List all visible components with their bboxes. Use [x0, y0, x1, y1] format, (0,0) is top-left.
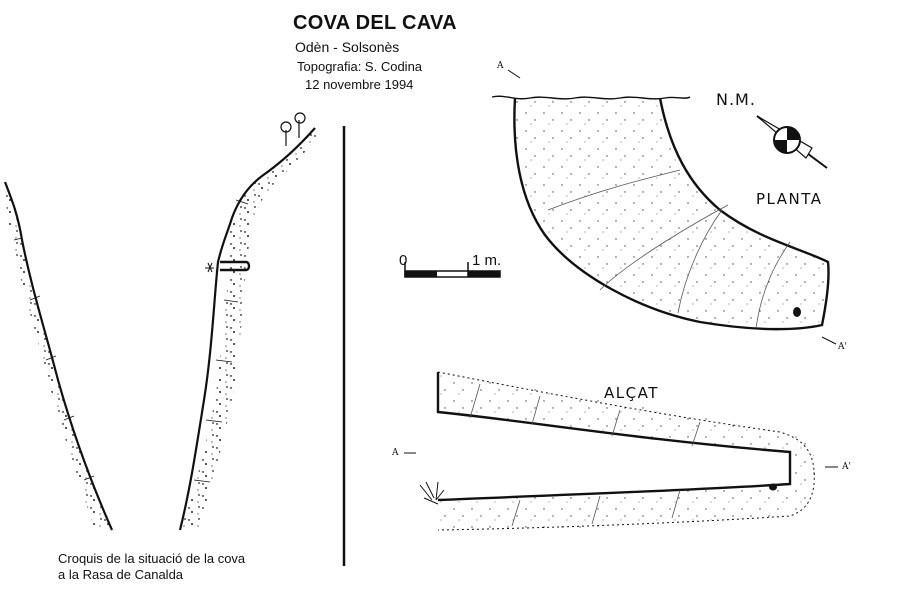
caption-line-2: a la Rasa de Canalda — [58, 567, 184, 582]
north-label: N.M. — [716, 90, 756, 109]
tree-icon — [280, 112, 306, 146]
survey-author: Topografia: S. Codina — [297, 59, 423, 74]
situation-sketch — [3, 112, 322, 531]
page-title: COVA DEL CAVA — [293, 12, 457, 34]
section-mark-a-plan: A — [497, 61, 504, 71]
section-mark-a-section: A — [392, 448, 399, 458]
caption-line-1: Croquis de la situació de la cova — [58, 551, 246, 566]
north-arrow-icon — [756, 115, 828, 169]
plan-view — [491, 95, 830, 331]
entrance-bush-icon — [205, 262, 214, 273]
survey-date: 12 novembre 1994 — [305, 77, 414, 92]
section-label: ALÇAT — [604, 384, 659, 402]
sketch-caption: Croquis de la situació de la cova a la R… — [58, 551, 298, 583]
scale-end-label: 1 m. — [472, 252, 502, 269]
cave-entrance-mark — [220, 260, 251, 272]
section-mark-a-prime-section: A' — [842, 462, 851, 472]
vegetation-icon — [419, 481, 445, 505]
location-text: Odèn - Solsonès — [295, 39, 400, 55]
section-mark-a-prime-plan: A' — [838, 342, 847, 352]
scale-start-label: 0 — [399, 252, 408, 269]
scale-bar — [404, 262, 501, 278]
section-view — [419, 371, 816, 531]
plan-label: PLANTA — [756, 190, 823, 208]
section-line-a — [507, 69, 837, 345]
